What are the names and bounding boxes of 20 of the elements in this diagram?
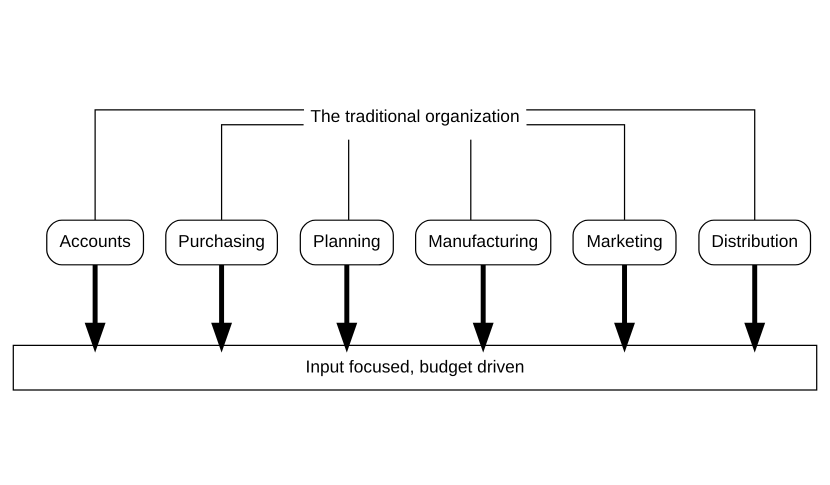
node-box: Manufacturing [415,220,552,266]
node-box: Distribution [698,220,812,266]
node-box: Purchasing [165,220,278,266]
connector [526,124,626,220]
node-text: The traditional organization [310,106,520,126]
connector [526,109,756,220]
connector [94,109,304,220]
connector [220,124,304,220]
arrow [744,264,766,353]
node-box: Marketing [572,220,677,266]
arrow [211,264,232,353]
arrow [84,264,106,353]
connector [348,140,350,220]
node-box: Planning [300,220,394,266]
node-box: Input focused, budget driven [12,344,818,391]
connector [470,140,472,220]
arrow [614,264,635,353]
arrow [472,264,494,353]
arrow [336,264,358,353]
node-box: Accounts [46,220,144,266]
